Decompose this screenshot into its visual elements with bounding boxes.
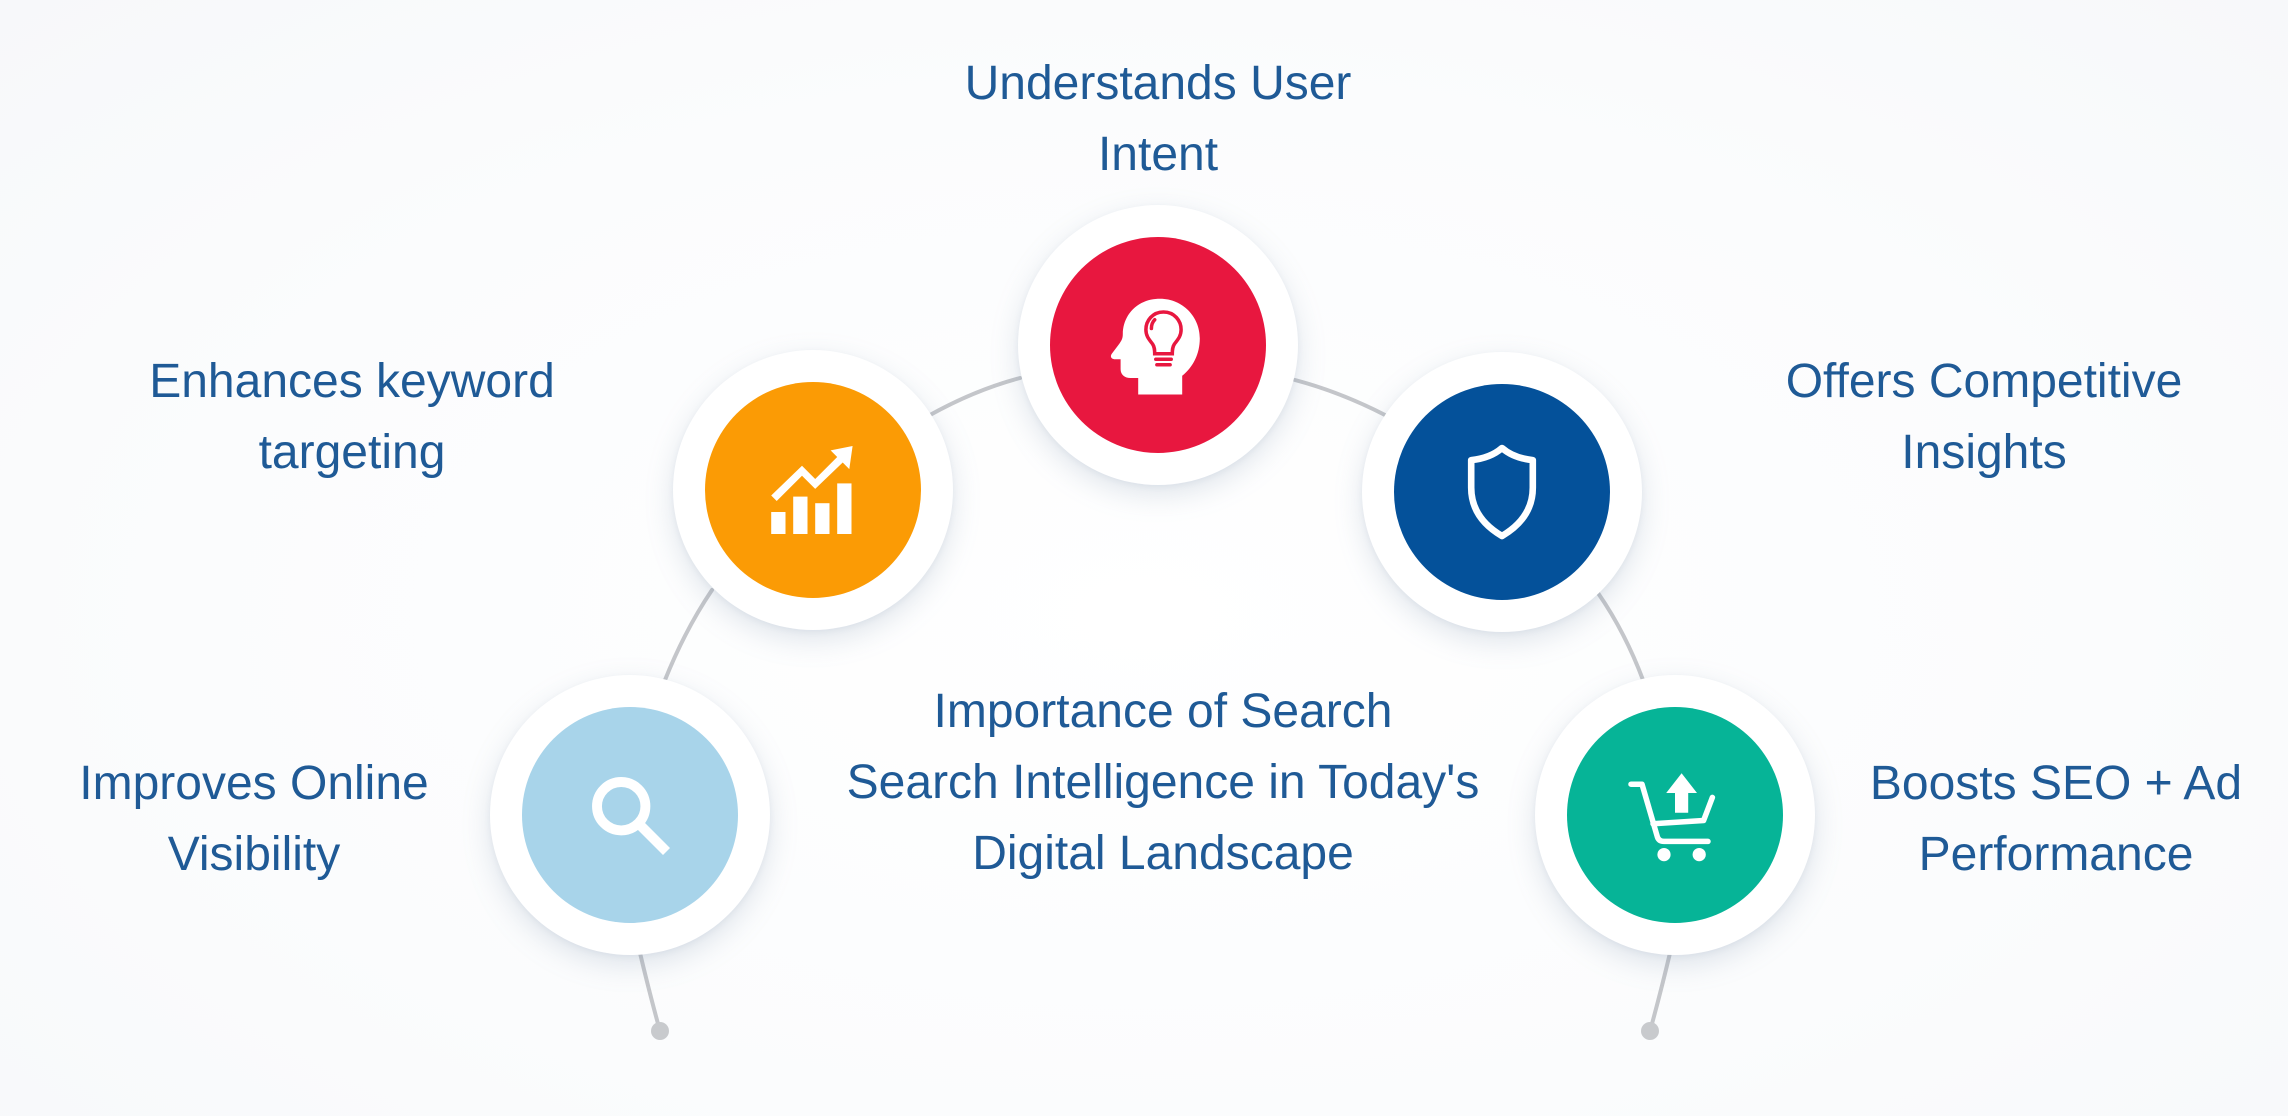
label-enhances-keyword-targeting: Enhances keyword targeting [149, 346, 555, 488]
endpoint-dot-left [651, 1022, 669, 1040]
node-disc [1567, 707, 1783, 923]
label-understands-user-intent: Understands User Intent [965, 48, 1352, 190]
label-line: Intent [1097, 128, 1219, 181]
title-line: Importance of Search [933, 685, 1393, 738]
label-offers-competitive-insights: Offers Competitive Insights [1786, 346, 2183, 488]
center-title: Importance of Search Search Intelligence… [847, 676, 1480, 889]
node-disc [705, 382, 921, 598]
connector-blue-to-green [1596, 591, 1645, 682]
cart-upload-icon [1628, 773, 1716, 862]
label-line: Performance [1918, 828, 2194, 881]
head-lightbulb-icon [1110, 298, 1200, 395]
node-improves-online-visibility [490, 675, 770, 955]
connector-green-tail [1648, 951, 1672, 1033]
label-line: Insights [1901, 426, 2067, 479]
node-disc [522, 707, 738, 923]
title-line: Search Intelligence in Today's [846, 756, 1480, 809]
label-boosts-seo-ad-performance: Boosts SEO + Ad Performance [1870, 748, 2242, 890]
node-disc [1394, 384, 1610, 600]
label-line: Understands User [964, 57, 1352, 110]
node-enhances-keyword-targeting [673, 350, 953, 630]
search-icon [592, 777, 671, 856]
node-disc [1050, 237, 1266, 453]
connector-red-to-blue [1293, 378, 1387, 417]
label-line: Improves Online [79, 757, 429, 810]
connector-lightblue-tail [638, 951, 662, 1033]
shield-icon [1467, 444, 1537, 540]
label-line: Visibility [167, 828, 341, 881]
endpoint-dot-right [1641, 1022, 1659, 1040]
connector-lightblue-to-orange [663, 588, 714, 682]
label-line: Boosts SEO + Ad [1869, 757, 2243, 810]
label-line: Offers Competitive [1785, 355, 2183, 408]
label-line: targeting [258, 426, 446, 479]
node-understands-user-intent [1018, 205, 1298, 485]
node-offers-competitive-insights [1362, 352, 1642, 632]
label-line: Enhances keyword [149, 355, 555, 408]
connector-orange-to-red [928, 376, 1022, 417]
node-boosts-seo-ad-performance [1535, 675, 1815, 955]
growth-chart-icon [771, 446, 853, 534]
title-line: Digital Landscape [972, 827, 1354, 880]
label-improves-online-visibility: Improves Online Visibility [79, 748, 428, 890]
